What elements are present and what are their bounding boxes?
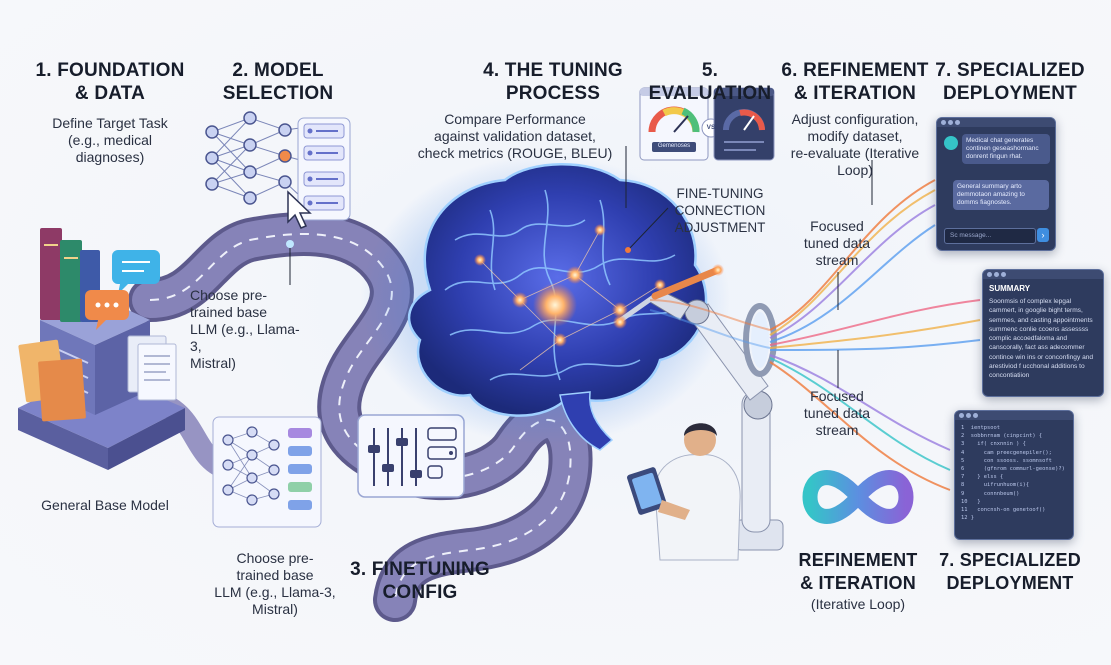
- code-line: 5 con ssooss. ssomnsoft: [961, 457, 1052, 464]
- window-dot-icon: [948, 120, 953, 125]
- code-line: 2 sobbnrnam (cinpcint) {: [961, 433, 1043, 440]
- brain-illustration: [360, 155, 730, 451]
- send-arrow-icon[interactable]: ›: [1037, 228, 1049, 242]
- code-line: 1 ientpsoot: [961, 425, 1000, 431]
- step7-title-bottom: 7. SPECIALIZED DEPLOYMENT: [939, 550, 1081, 593]
- code-line: 10 }: [961, 498, 981, 505]
- stream-label-bottom: Focused tuned data stream: [803, 388, 871, 438]
- code-line: 12 }: [961, 515, 974, 522]
- robotic-arm: [613, 264, 784, 551]
- code-line: 4 cam preecgenepiler();: [961, 449, 1052, 456]
- window-dot-icon: [955, 120, 960, 125]
- code-line: 7 } elss {: [961, 474, 1004, 481]
- cursor-arrow: [287, 190, 312, 229]
- step2-description-top: Choose pre- trained base LLM (e.g., Llam…: [190, 287, 300, 371]
- window-dot-icon: [1001, 272, 1006, 277]
- step1-description: Define Target Task (e.g., medical diagno…: [52, 115, 168, 165]
- data-streams: [649, 179, 981, 491]
- base-model-label: General Base Model: [41, 497, 169, 513]
- bot-avatar-icon: [944, 136, 958, 150]
- step2-title: 2. MODEL SELECTION: [222, 60, 334, 104]
- summary-body: Soonmsis of complex lepgal cammert, in g…: [989, 298, 1094, 380]
- step6-description-bottom: (Iterative Loop): [810, 596, 906, 612]
- code-line: 11 concnsh-on genetoof(): [961, 507, 1046, 514]
- chat-message-2: General summary arto demmotaon amazing t…: [953, 180, 1049, 210]
- chat-input[interactable]: Sc message...: [944, 228, 1036, 244]
- chat-input-placeholder: Sc message...: [950, 232, 992, 239]
- evaluation-dashboard: [639, 87, 775, 161]
- dashboard-label: Gemenoses: [657, 143, 691, 149]
- step1-title: 1. FOUNDATION & DATA: [35, 60, 185, 104]
- window-dot-icon: [966, 413, 971, 418]
- deployment-code-panel: 1 ientpsoot 2 sobbnrnam (cinpcint) { 3 i…: [954, 410, 1074, 540]
- code-line: 3 if( cnxnnin ) {: [961, 441, 1026, 448]
- step6-title: 6. REFINEMENT & ITERATION: [781, 60, 929, 104]
- lens-ring: [743, 303, 777, 377]
- step6-title-bottom: REFINEMENT & ITERATION: [798, 550, 918, 593]
- step4-description: Compare Performance against validation d…: [417, 111, 613, 161]
- infinity-loop: [802, 470, 914, 524]
- window-dot-icon: [941, 120, 946, 125]
- foundation-platform: [18, 228, 185, 470]
- leader-lines: [625, 146, 873, 388]
- code-block: 1 ientpsoot 2 sobbnrnam (cinpcint) { 3 i…: [961, 424, 1069, 522]
- versus-label: VS: [706, 124, 716, 131]
- model-options-card: [297, 117, 351, 221]
- code-line: 9 connnbeum(): [961, 490, 1020, 497]
- window-dot-icon: [987, 272, 992, 277]
- step5-title: 5. EVALUATION: [648, 60, 772, 104]
- step6-description: Adjust configuration, modify dataset, re…: [790, 111, 920, 178]
- step4-title: 4. THE TUNING PROCESS: [483, 60, 623, 104]
- step2-description-bottom: Choose pre- trained base LLM (e.g., Llam…: [214, 550, 336, 617]
- summary-heading: SUMMARY: [989, 284, 1031, 293]
- panel-titlebar: [937, 118, 1055, 127]
- stream-label-top: Focused tuned data stream: [803, 218, 871, 268]
- network-nodes-selection: [205, 111, 292, 205]
- step3-title: 3. FINETUNING CONFIG: [350, 559, 490, 603]
- deployment-chat-panel: Medical chat generates continen geseasho…: [936, 117, 1056, 251]
- scientist-figure: [627, 423, 741, 561]
- step4-note: FINE-TUNING CONNECTION ADJUSTMENT: [674, 186, 766, 235]
- deployment-summary-panel: SUMMARY Soonmsis of complex lepgal camme…: [982, 269, 1104, 397]
- window-dot-icon: [973, 413, 978, 418]
- panel-titlebar: [955, 411, 1073, 420]
- window-dot-icon: [959, 413, 964, 418]
- panel-titlebar: [983, 270, 1103, 279]
- neural-network-card-bottom: [212, 416, 322, 528]
- chat-message-1: Medical chat generates continen geseasho…: [962, 134, 1050, 164]
- code-line: 6 (gfnrom commurl-geonse)?): [961, 466, 1065, 473]
- finetuning-sliders-card: [357, 414, 465, 498]
- step7-title: 7. SPECIALIZED DEPLOYMENT: [935, 60, 1085, 104]
- window-dot-icon: [994, 272, 999, 277]
- code-line: 8 uifrunhuom(i){: [961, 482, 1030, 489]
